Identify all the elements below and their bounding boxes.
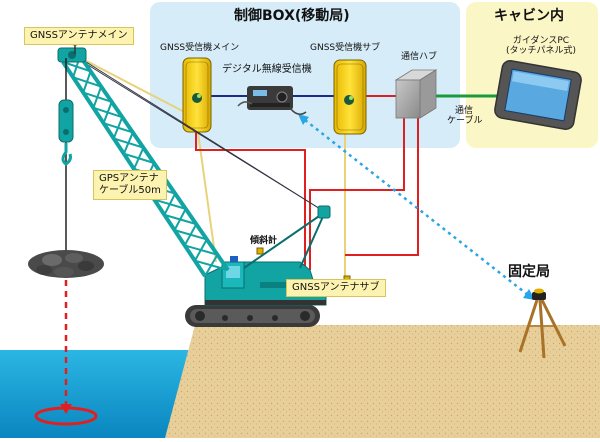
boom-lattice-member (102, 101, 113, 124)
boom-lattice-member (92, 86, 103, 109)
hook-block (58, 99, 74, 166)
boom-lattice-member (112, 116, 124, 139)
radio-link (304, 119, 529, 296)
guidance-pc-label-line1: ガイダンスPC (512, 36, 570, 46)
gnss-antenna-main-label: GNSSアンテナメイン (24, 27, 134, 45)
crane-mast-line-2 (299, 211, 326, 269)
guidance-pc-label-line2: (タッチパネル式) (505, 46, 577, 57)
boom-lattice-member (193, 238, 208, 262)
gnss-receiver-main-unit (182, 57, 212, 133)
inclinometer-label: 傾斜計 (250, 236, 278, 246)
boom-lattice-member (173, 208, 187, 231)
crane-mast-top (317, 205, 331, 219)
hub-label: 通信ハブ (401, 52, 438, 62)
boom-lattice-member (133, 147, 145, 170)
gps-cable-label: GPSアンテナ ケーブル50m (93, 170, 167, 200)
comm-cable-label-line2: ケーブル (447, 116, 483, 127)
radio-link-arrow-top (298, 114, 309, 125)
boom-lattice-member (183, 223, 198, 246)
cabin-title: キャビン内 (494, 8, 564, 24)
gps-cable-label-line1: GPSアンテナ (99, 173, 159, 184)
gnss-antenna-sub-label: GNSSアンテナサブ (286, 279, 386, 297)
guidance-pc-label: ガイダンスPC (タッチパネル式) (486, 36, 596, 57)
gnss-receiver-sub-unit (333, 59, 367, 135)
inclinometer-marker (256, 247, 264, 255)
red-cable-hub (309, 118, 405, 270)
red-cable-inclinometer (345, 118, 419, 256)
gps-cable-label-line2: ケーブル50m (99, 185, 161, 196)
boom-lattice-member (82, 70, 92, 93)
crane-pendant-2 (79, 59, 326, 213)
rock-load (28, 250, 104, 278)
comm-cable-label: 通信 ケーブル (447, 106, 482, 127)
guidance-pc-unit (494, 60, 582, 130)
gnss-receiver-main-label: GNSS受信機メイン (160, 43, 240, 53)
crane-mast-line (243, 211, 326, 269)
fixed-station-label: 固定局 (508, 264, 550, 280)
comm-cable-label-line1: 通信 (455, 106, 474, 116)
main-antenna-cable (74, 54, 197, 119)
digital-radio-unit (237, 86, 307, 115)
control-box-title: 制御BOX(移動局) (234, 8, 350, 24)
crane-tracks (185, 305, 320, 327)
boom-lattice-member (122, 132, 134, 155)
main-antenna-cable-down (195, 117, 217, 263)
boom-lattice-member (204, 254, 219, 277)
hub-unit (394, 69, 438, 119)
digital-radio-label: デジタル無線受信機 (222, 64, 312, 75)
fixed-station-tripod (518, 288, 567, 359)
sand-bank (165, 325, 600, 438)
target-ring (34, 406, 98, 426)
boom-lattice-member (163, 193, 177, 216)
gnss-receiver-sub-label: GNSS受信機サブ (310, 43, 381, 53)
control-box-panel (150, 2, 460, 148)
